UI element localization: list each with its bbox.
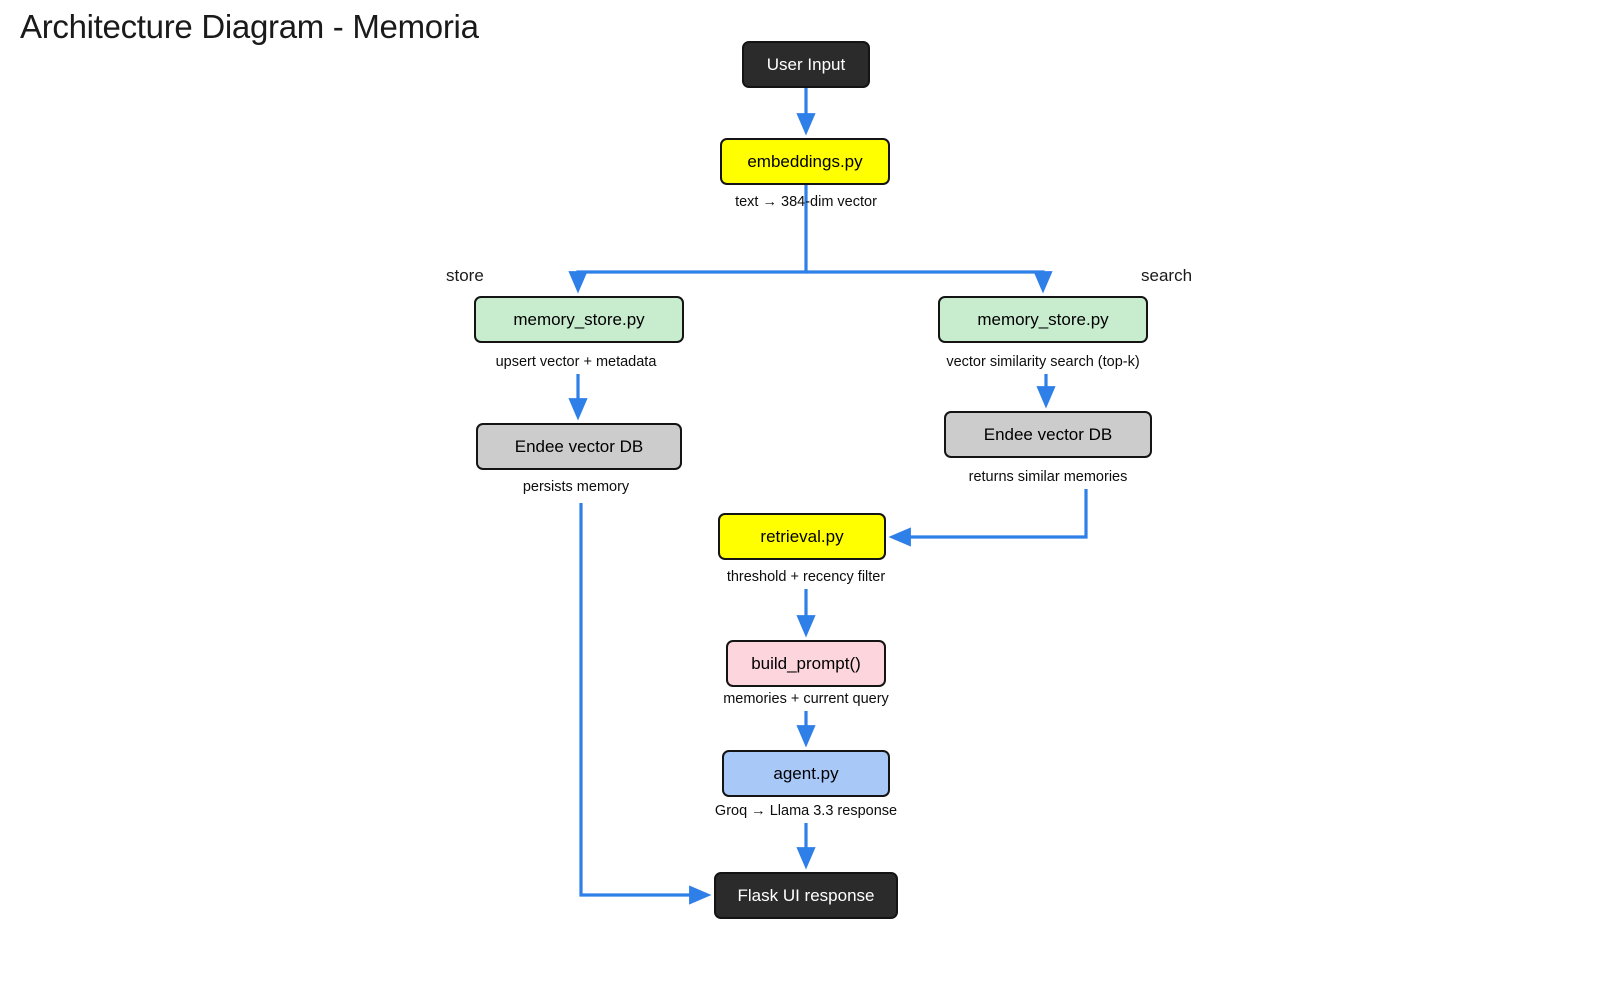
node-user-input[interactable]: User Input: [742, 41, 870, 88]
edge-db-right-to-retrieval: [888, 489, 1088, 547]
caption-retrieval: threshold + recency filter: [726, 569, 886, 585]
node-memory-store-left[interactable]: memory_store.py: [474, 296, 684, 343]
caption-vector-db-right: returns similar memories: [968, 469, 1128, 485]
caption-embeddings: text → 384-dim vector: [735, 194, 877, 210]
node-flask-ui[interactable]: Flask UI response: [714, 872, 898, 919]
page-title: Architecture Diagram - Memoria: [20, 8, 479, 45]
node-build-prompt[interactable]: build_prompt(): [726, 640, 886, 687]
caption-vector-db-left: persists memory: [522, 479, 630, 495]
edge-db-left-to-flask-ui: [579, 503, 712, 905]
node-agent[interactable]: agent.py: [722, 750, 890, 797]
node-vector-db-right[interactable]: Endee vector DB: [944, 411, 1152, 458]
edge-embeddings-to-memory-right: [806, 270, 1053, 294]
node-vector-db-left[interactable]: Endee vector DB: [476, 423, 682, 470]
node-memory-store-right[interactable]: memory_store.py: [938, 296, 1148, 343]
edge-embeddings-to-memory-left: [568, 185, 808, 294]
caption-memory-store-left: upsert vector + metadata: [495, 354, 657, 370]
node-retrieval[interactable]: retrieval.py: [718, 513, 886, 560]
edge-label-search: search: [1141, 266, 1193, 285]
edge-label-store: store: [446, 266, 484, 285]
caption-memory-store-right: vector similarity search (top-k): [946, 354, 1140, 370]
node-embeddings[interactable]: embeddings.py: [720, 138, 890, 185]
caption-agent: Groq → Llama 3.3 response: [714, 803, 898, 819]
caption-build-prompt: memories + current query: [723, 691, 889, 707]
